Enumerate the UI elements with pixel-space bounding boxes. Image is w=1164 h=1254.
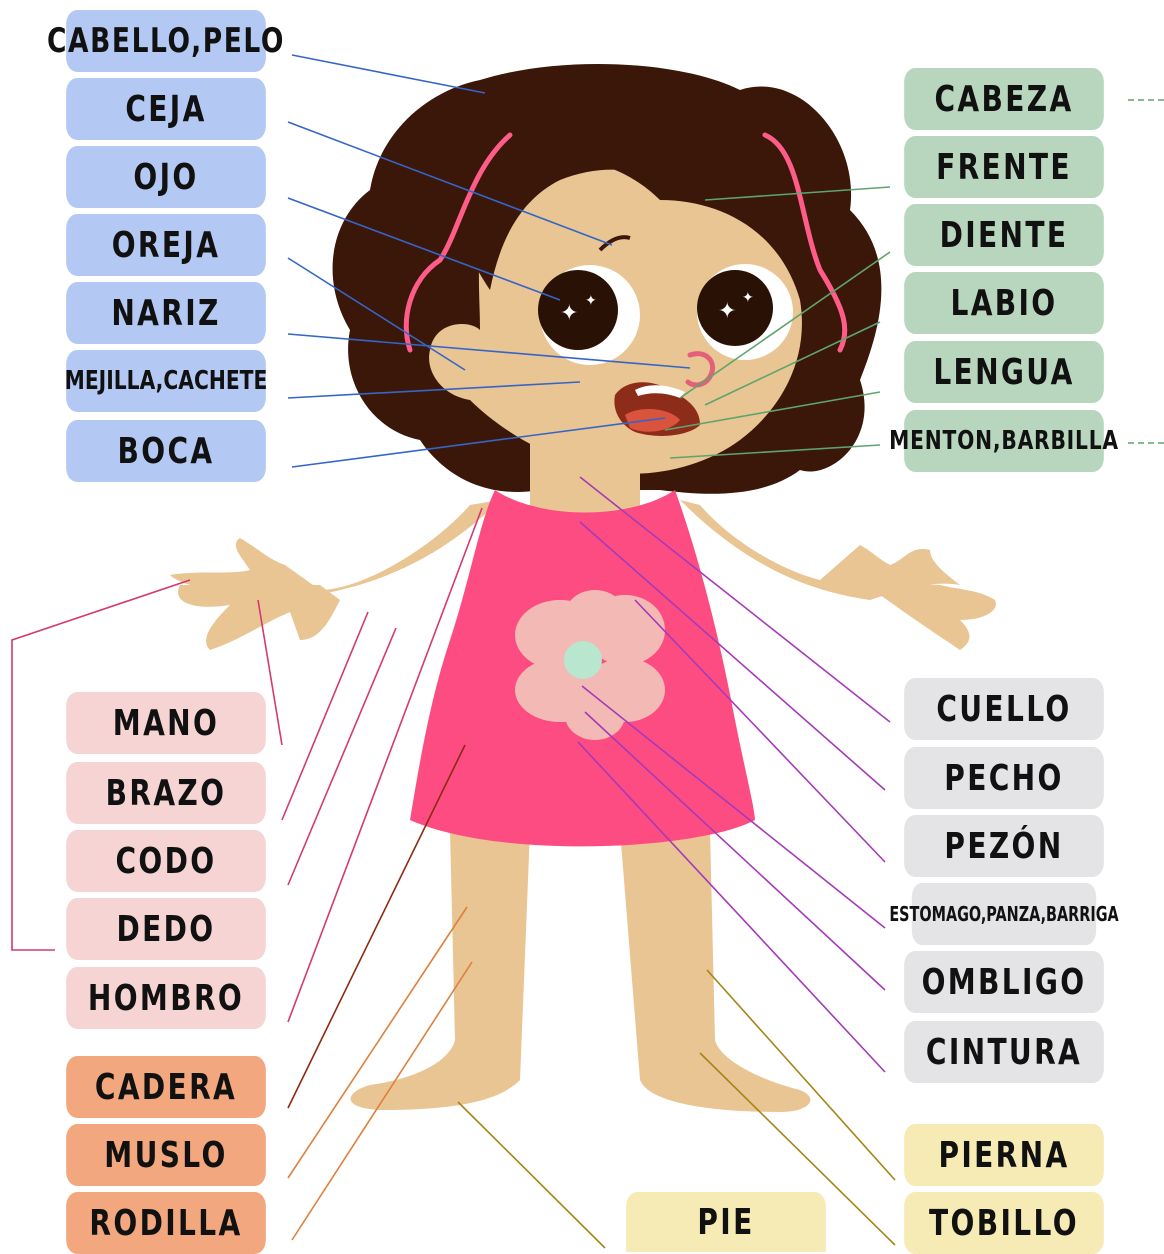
label-labio: LABIO <box>904 272 1104 334</box>
label-cabeza: CABEZA <box>904 68 1104 130</box>
label-pezon: PEZÓN <box>904 815 1104 877</box>
left-leg <box>350 830 530 1110</box>
label-ceja: CEJA <box>66 78 266 140</box>
label-pecho: PECHO <box>904 747 1104 809</box>
label-brazo: BRAZO <box>66 762 266 824</box>
label-frente: FRENTE <box>904 136 1104 198</box>
label-mejilla: MEJILLA,CACHETE <box>65 350 267 412</box>
label-ojo: OJO <box>66 146 266 208</box>
label-oreja: OREJA <box>66 214 266 276</box>
label-mano: MANO <box>66 692 266 754</box>
left-arm <box>170 500 500 600</box>
label-nariz: NARIZ <box>66 282 266 344</box>
hair-highlight-left <box>403 132 513 353</box>
svg-text:✦: ✦ <box>742 290 754 306</box>
label-cadera: CADERA <box>66 1056 266 1118</box>
label-cuello: CUELLO <box>904 678 1104 740</box>
right-hand <box>860 580 996 650</box>
label-dedo: DEDO <box>66 898 266 960</box>
label-muslo: MUSLO <box>66 1124 266 1186</box>
label-menton: MENTON,BARBILLA <box>889 410 1118 472</box>
label-cabello: CABELLO,PELO <box>47 10 283 72</box>
label-lengua: LENGUA <box>904 341 1104 403</box>
right-arm <box>680 500 960 600</box>
label-cintura: CINTURA <box>904 1021 1104 1083</box>
svg-text:✦: ✦ <box>585 293 597 309</box>
hair-fringe <box>430 110 800 290</box>
label-codo: CODO <box>66 830 266 892</box>
left-eye: ✦ ✦ <box>538 265 640 365</box>
right-leg <box>620 830 811 1112</box>
label-pie: PIE <box>626 1192 826 1252</box>
label-ombligo: OMBLIGO <box>904 951 1104 1013</box>
nose <box>685 351 716 388</box>
label-estomago: ESTOMAGO,PANZA,BARRIGA <box>889 883 1119 945</box>
label-boca: BOCA <box>66 420 266 482</box>
teeth <box>635 385 685 398</box>
label-rodilla: RODILLA <box>66 1192 266 1254</box>
flower-decoration <box>515 590 665 740</box>
label-hombro: HOMBRO <box>66 967 266 1029</box>
svg-text:✦: ✦ <box>718 299 736 324</box>
label-tobillo: TOBILLO <box>904 1192 1104 1254</box>
eyebrow <box>598 235 631 252</box>
right-eye: ✦ ✦ <box>697 264 793 360</box>
label-pierna: PIERNA <box>904 1124 1104 1186</box>
left-hand <box>178 585 340 650</box>
hair-highlight-right <box>762 132 848 353</box>
svg-text:✦: ✦ <box>560 301 578 326</box>
label-diente: DIENTE <box>904 204 1104 266</box>
